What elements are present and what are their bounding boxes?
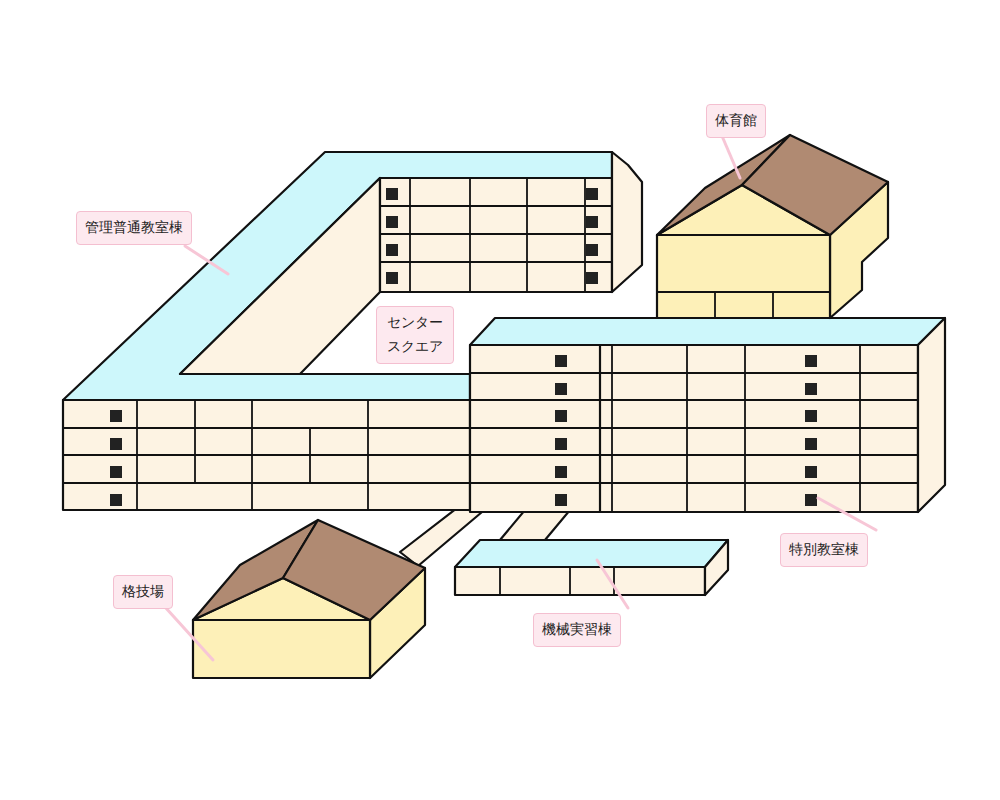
stair-mark bbox=[555, 466, 567, 478]
floor-line bbox=[380, 205, 612, 207]
stair-mark bbox=[110, 466, 122, 478]
workshop-roof bbox=[455, 540, 728, 567]
floor-line bbox=[470, 399, 918, 401]
stair-mark bbox=[386, 216, 398, 228]
floor-line bbox=[470, 454, 918, 456]
wall-line bbox=[744, 345, 746, 512]
callout-text: 格技場 bbox=[122, 580, 164, 604]
wall-line bbox=[859, 345, 861, 512]
stair-mark bbox=[555, 355, 567, 367]
floor-line bbox=[470, 372, 918, 374]
wall-line bbox=[499, 567, 501, 595]
wall-line bbox=[569, 567, 571, 595]
management-inner-wall bbox=[180, 178, 380, 374]
callout-label: 機械実習棟 bbox=[533, 613, 621, 647]
callout-text: 管理普通教室棟 bbox=[85, 216, 183, 240]
special-front-wall bbox=[470, 345, 918, 512]
gym-roof bbox=[742, 135, 888, 235]
stair-mark bbox=[586, 188, 598, 200]
wall-line bbox=[409, 178, 411, 292]
management-end-wall bbox=[612, 152, 642, 292]
wall-line bbox=[599, 345, 601, 512]
wall-line bbox=[251, 400, 253, 510]
callout-label: 特別教室棟 bbox=[780, 533, 868, 567]
wall-line bbox=[136, 400, 138, 510]
leader-line bbox=[722, 136, 740, 178]
leader-line bbox=[597, 560, 628, 608]
workshop-front-wall bbox=[455, 567, 705, 595]
management-front-wall bbox=[63, 400, 470, 510]
leader-line bbox=[165, 607, 213, 660]
wall-line bbox=[714, 292, 716, 318]
stair-mark bbox=[555, 438, 567, 450]
stair-mark bbox=[555, 410, 567, 422]
stair-mark bbox=[586, 272, 598, 284]
gym-front-wall bbox=[657, 235, 830, 318]
wall-line bbox=[309, 428, 311, 483]
hall-roof bbox=[283, 520, 425, 620]
leader-line bbox=[818, 498, 876, 530]
wall-line bbox=[584, 178, 586, 292]
callout-text: 機械実習棟 bbox=[542, 618, 612, 642]
special-roof bbox=[470, 318, 945, 345]
stair-mark bbox=[805, 355, 817, 367]
callout-label: センター スクエア bbox=[376, 306, 454, 364]
stair-mark bbox=[586, 244, 598, 256]
callout-label: 格技場 bbox=[113, 575, 173, 609]
callout-text: 特別教室棟 bbox=[789, 538, 859, 562]
floor-line bbox=[63, 427, 470, 429]
stair-mark bbox=[110, 438, 122, 450]
floor-line bbox=[657, 291, 830, 293]
wall-line bbox=[194, 400, 196, 483]
callout-text: 体育館 bbox=[715, 109, 757, 133]
wall-line bbox=[526, 178, 528, 292]
wall-line bbox=[469, 178, 471, 292]
stair-mark bbox=[386, 244, 398, 256]
floor-line bbox=[380, 233, 612, 235]
stair-mark bbox=[555, 383, 567, 395]
wall-line bbox=[686, 345, 688, 512]
stair-mark bbox=[386, 272, 398, 284]
stair-mark bbox=[386, 188, 398, 200]
stair-mark bbox=[110, 494, 122, 506]
stair-mark bbox=[805, 383, 817, 395]
floor-line bbox=[470, 427, 918, 429]
stair-mark bbox=[586, 216, 598, 228]
stair-mark bbox=[805, 410, 817, 422]
wall-line bbox=[613, 567, 615, 595]
stair-mark bbox=[805, 466, 817, 478]
callout-text: センター スクエア bbox=[385, 311, 445, 359]
callout-label: 管理普通教室棟 bbox=[76, 211, 192, 245]
leader-line bbox=[185, 246, 228, 274]
hall-front-wall bbox=[193, 620, 370, 678]
stair-mark bbox=[805, 494, 817, 506]
wall-line bbox=[611, 345, 613, 512]
floor-line bbox=[63, 482, 470, 484]
workshop-side-wall bbox=[705, 540, 728, 595]
wall-line bbox=[367, 400, 369, 510]
floor-line bbox=[470, 482, 918, 484]
floor-line bbox=[380, 261, 612, 263]
stair-mark bbox=[805, 438, 817, 450]
wall-line bbox=[772, 292, 774, 318]
special-side-wall bbox=[918, 318, 945, 512]
floor-line bbox=[63, 454, 470, 456]
stair-mark bbox=[110, 410, 122, 422]
stair-mark bbox=[555, 494, 567, 506]
management-wing-wall bbox=[380, 178, 612, 292]
callout-label: 体育館 bbox=[706, 104, 766, 138]
